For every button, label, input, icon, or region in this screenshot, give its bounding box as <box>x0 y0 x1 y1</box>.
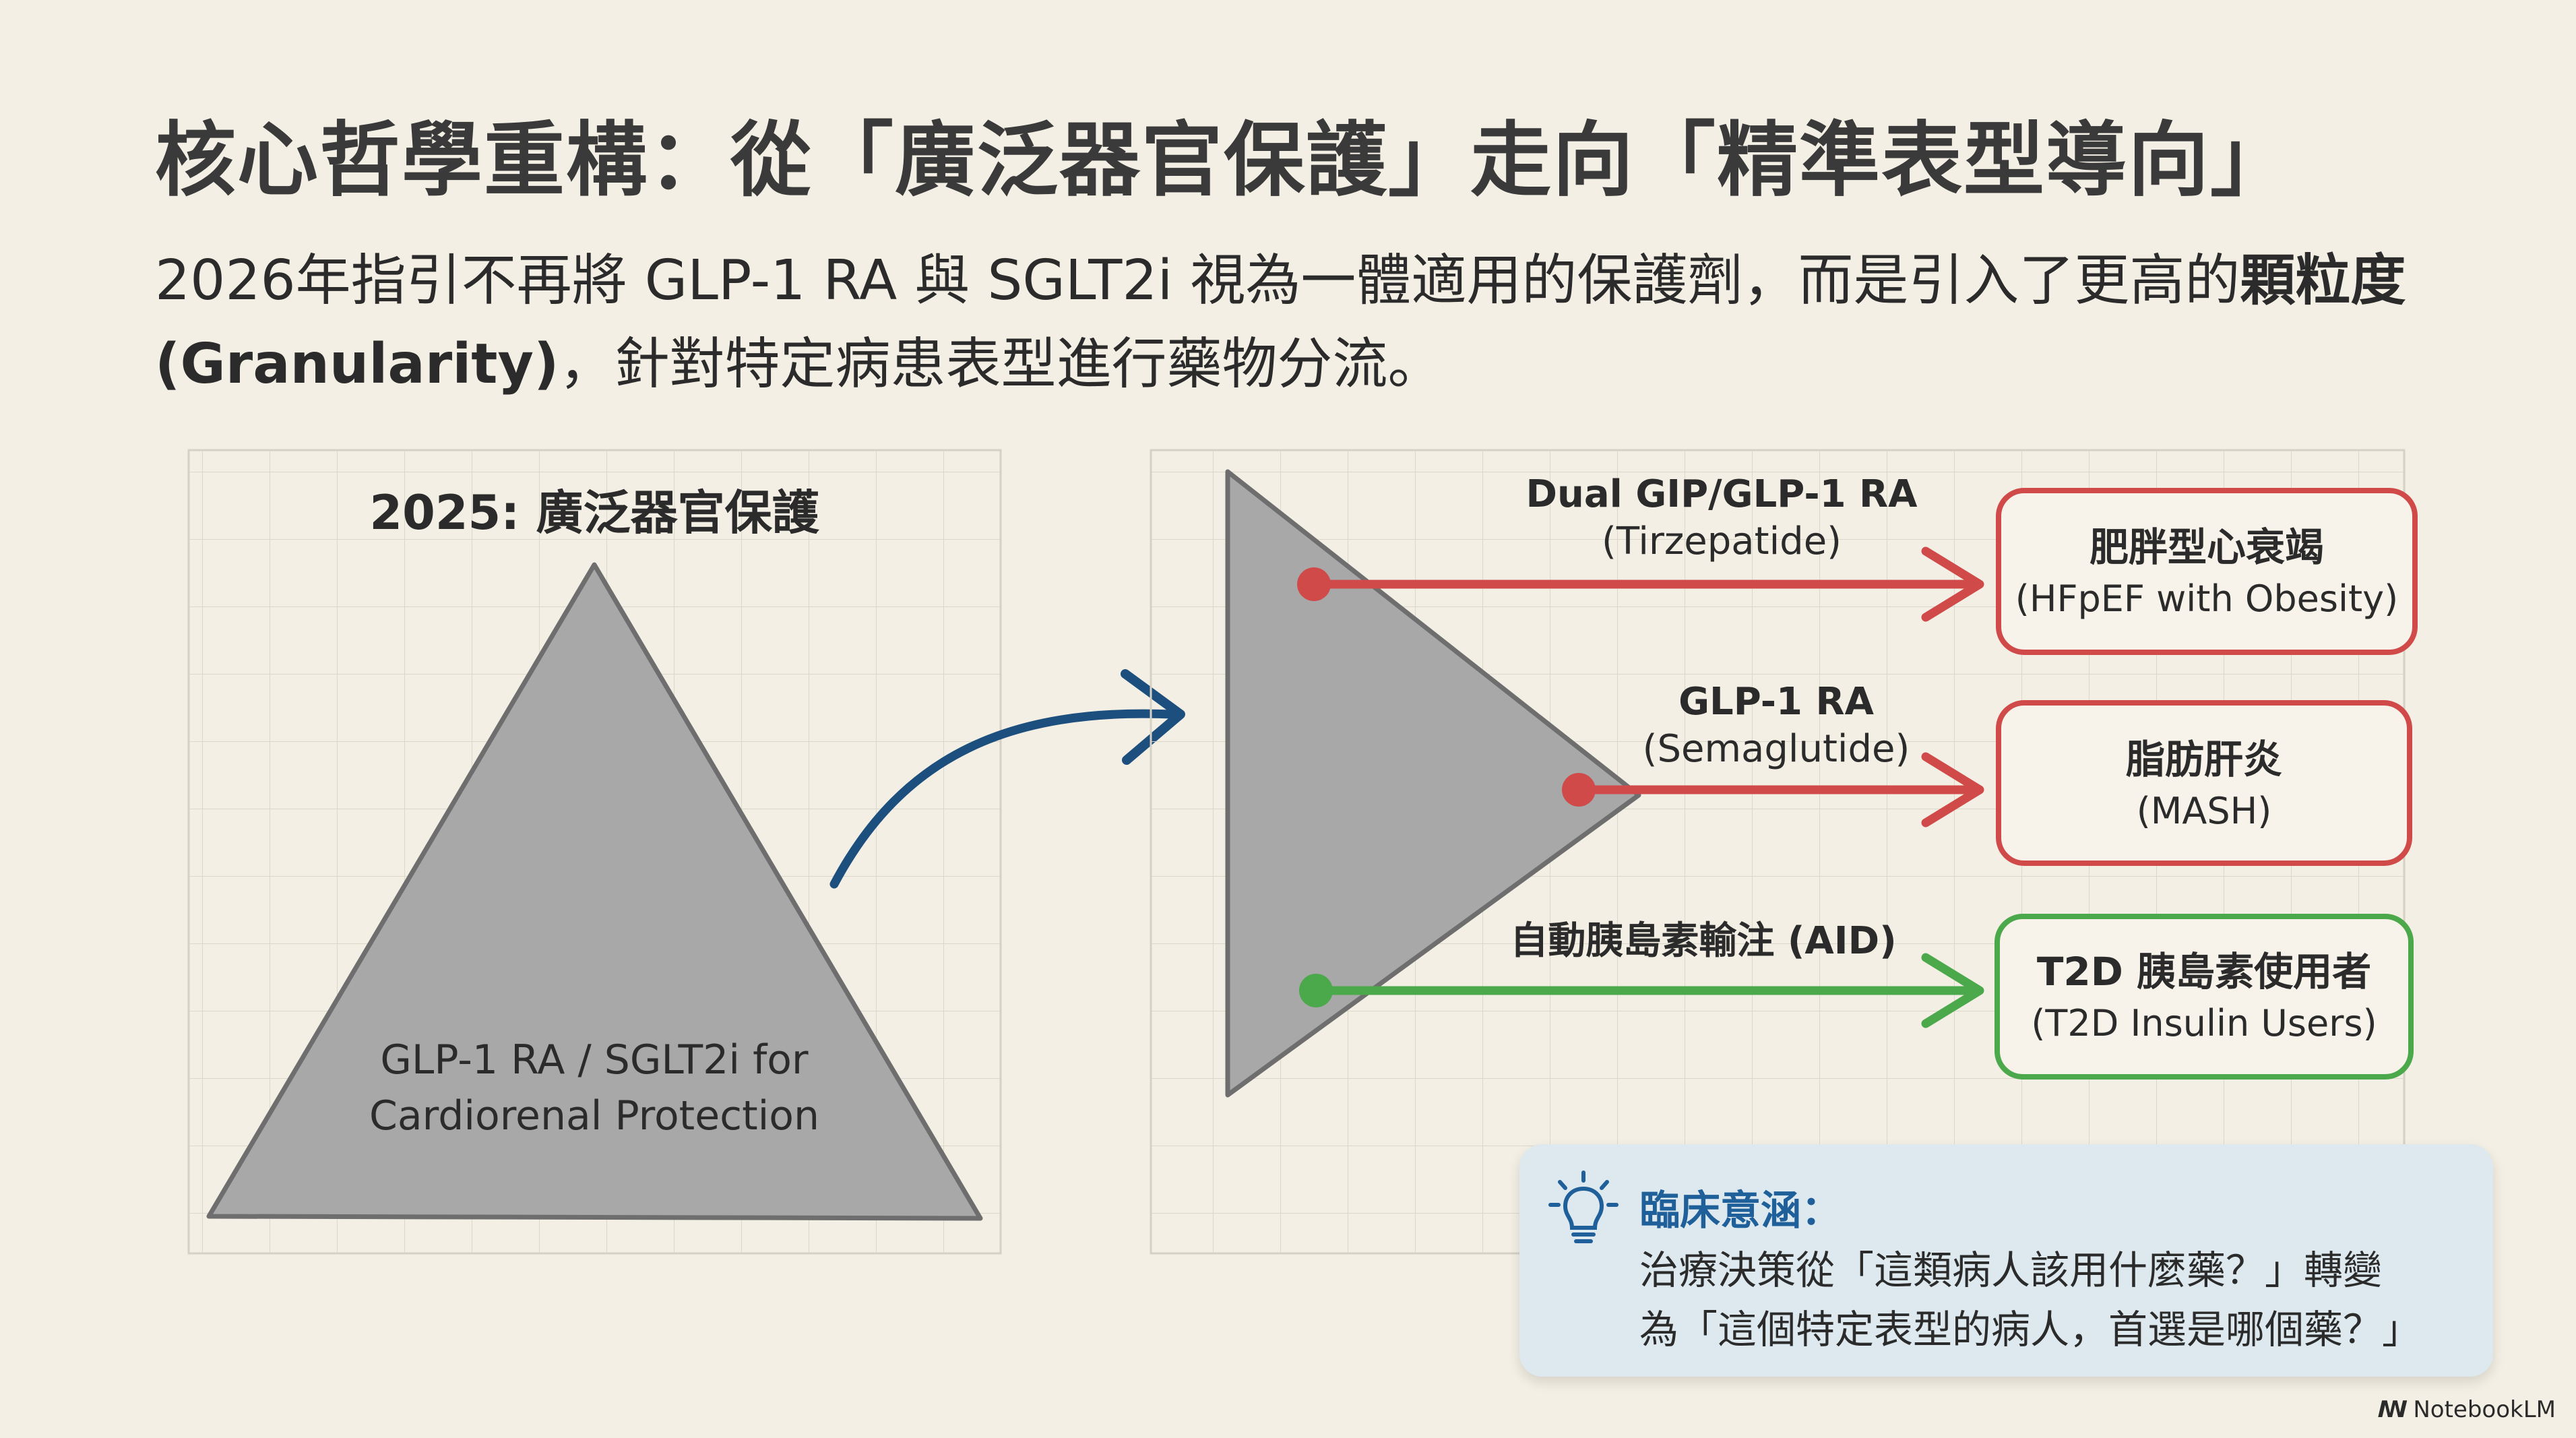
route-origin-dot <box>1297 567 1331 601</box>
target-box-insulin-users <box>1994 914 2414 1080</box>
target-label: 脂肪肝炎 <box>2126 737 2282 782</box>
route-arrow-head <box>1921 953 1984 1028</box>
lightbulb-icon <box>1548 1170 1619 1243</box>
intro-part-2: ，針對特定病患表型進行藥物分流。 <box>559 332 1443 396</box>
left-panel: 2025: 廣泛器官保護 GLP-1 RA / SGLT2i for Cardi… <box>187 449 1002 1255</box>
triangle-label-line-1: GLP-1 RA / SGLT2i for <box>380 1036 808 1084</box>
notebooklm-logo-icon: ꟿ <box>2377 1396 2408 1423</box>
target-label-en: (T2D Insulin Users) <box>2031 1002 2377 1044</box>
route-origin-dot <box>1562 773 1596 807</box>
target-label: 肥胖型心衰竭 <box>2090 524 2324 570</box>
target-box-hfpef <box>1996 488 2418 655</box>
target-label-en: (MASH) <box>2137 790 2272 832</box>
left-panel-heading: 2025: 廣泛器官保護 <box>369 485 819 540</box>
callout-line-1: 治療決策從「這類病人該用什麼藥？」轉變 <box>1639 1247 2383 1293</box>
intro-text: 2026年指引不再將 GLP-1 RA 與 SGLT2i 視為一體適用的保護劑，… <box>155 239 2459 406</box>
route-semaglutide: GLP-1 RA (Semaglutide) 脂肪肝炎 (MASH) <box>1562 680 2412 866</box>
route-aid: 自動胰島素輸注 (AID) T2D 胰島素使用者 (T2D Insulin Us… <box>1299 914 2414 1080</box>
target-label-en: (HFpEF with Obesity) <box>2015 577 2398 620</box>
transition-arrow-shaft <box>829 709 1177 889</box>
intro-granularity-zh: 顆粒度 <box>2240 249 2406 313</box>
route-arrow-head <box>1921 546 1984 622</box>
slide-title: 核心哲學重構：從「廣泛器官保護」走向「精準表型導向」 <box>155 114 2292 208</box>
route-arrow-head <box>1921 752 1984 827</box>
route-origin-dot <box>1299 974 1333 1007</box>
route-tirzepatide: Dual GIP/GLP-1 RA (Tirzepatide) 肥胖型心衰竭 (… <box>1297 472 2418 655</box>
intro-granularity-en: (Granularity) <box>155 332 559 396</box>
right-panel: Dual GIP/GLP-1 RA (Tirzepatide) 肥胖型心衰竭 (… <box>1150 449 2418 1255</box>
route-agent-label: (Semaglutide) <box>1643 727 1910 771</box>
route-drug-label: 自動胰島素輸注 (AID) <box>1510 919 1896 963</box>
route-agent-label: (Tirzepatide) <box>1602 520 1842 563</box>
intro-part-1: 2026年指引不再將 GLP-1 RA 與 SGLT2i 視為一體適用的保護劑，… <box>155 249 2240 313</box>
clinical-implication-callout: 臨床意涵： 治療決策從「這類病人該用什麼藥？」轉變 為「這個特定表型的病人，首選… <box>1519 1144 2493 1377</box>
callout-line-2: 為「這個特定表型的病人，首選是哪個藥？」 <box>1639 1307 2422 1352</box>
broad-protection-triangle <box>206 562 983 1221</box>
phenotype-splitting-triangle <box>1225 469 1641 1098</box>
watermark-text: NotebookLM <box>2413 1396 2556 1423</box>
route-drug-label: GLP-1 RA <box>1678 680 1875 724</box>
triangle-label-line-2: Cardiorenal Protection <box>369 1092 819 1139</box>
callout-heading: 臨床意涵： <box>1639 1187 1842 1234</box>
route-drug-label: Dual GIP/GLP-1 RA <box>1526 472 1918 516</box>
target-label: T2D 胰島素使用者 <box>2037 949 2371 995</box>
target-box-mash <box>1996 700 2412 866</box>
